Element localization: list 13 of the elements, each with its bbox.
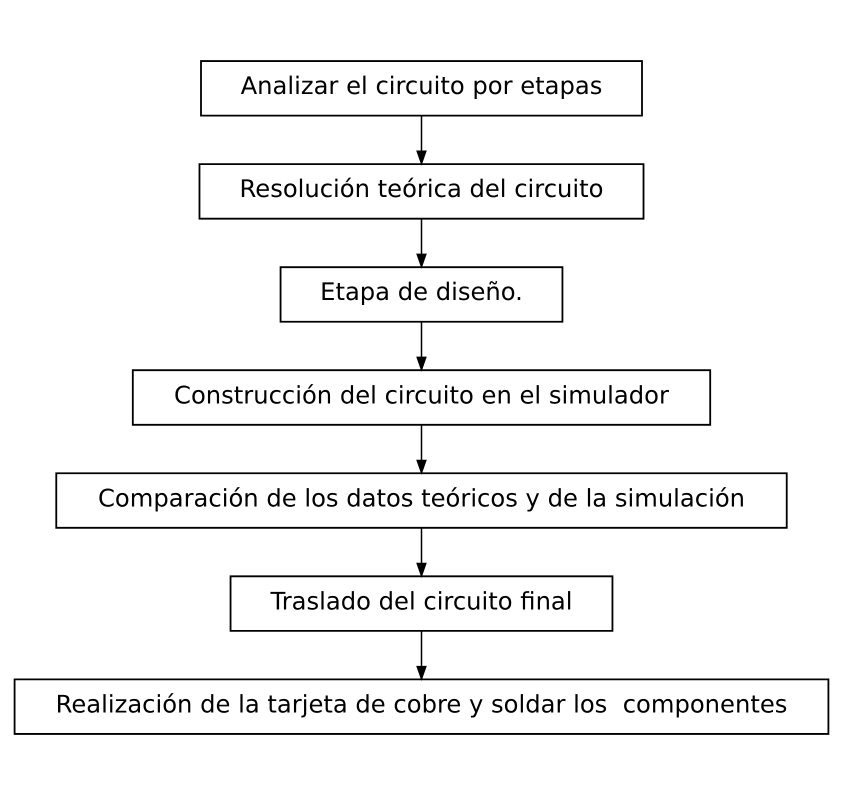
node-box: Etapa de diseño.: [280, 266, 564, 322]
node-box: Traslado del circuito final: [230, 574, 614, 632]
arrow: [416, 116, 427, 166]
node-box: Construcción del circuito en el simulador: [132, 368, 712, 426]
arrow: [416, 218, 427, 268]
arrow: [416, 424, 427, 474]
arrow: [416, 528, 427, 578]
arrow: [416, 322, 427, 372]
node-box: Analizar el circuito por etapas: [200, 60, 643, 116]
arrow: [416, 630, 427, 680]
node-box: Resolución teórica del circuito: [198, 162, 644, 220]
node-box: Realización de la tarjeta de cobre y soldar los componentes: [14, 678, 830, 734]
node-box: Comparación de los datos teóricos y de la simulación: [55, 472, 788, 528]
